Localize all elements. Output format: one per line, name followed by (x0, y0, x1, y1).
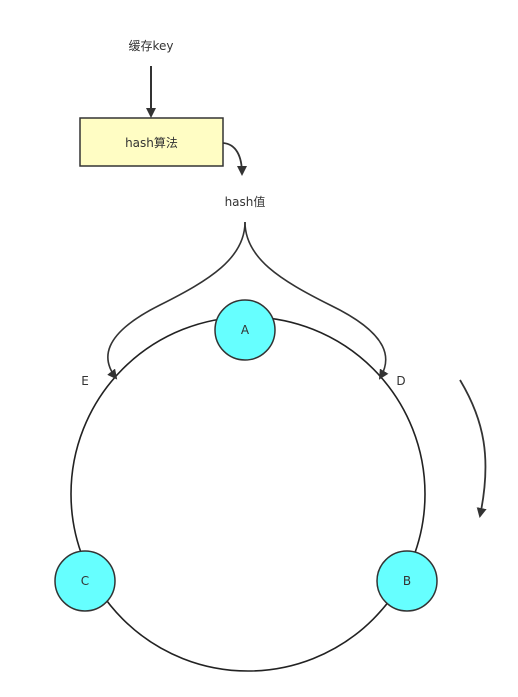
point-e-label: E (81, 374, 89, 388)
node-a-circle (214, 299, 276, 361)
hash-ring (70, 316, 426, 672)
node-c-label: C (81, 574, 89, 588)
node-b: B (376, 550, 438, 612)
hash-to-e-arrow (107, 221, 246, 380)
hash-value-label: hash值 (225, 194, 266, 209)
hash-algorithm-box: hash算法 (79, 117, 224, 167)
point-d-label: D (396, 374, 405, 388)
node-b-label: B (403, 574, 411, 588)
box-to-hash-value-arrow (222, 142, 247, 176)
node-a: A (214, 299, 276, 361)
node-c: C (54, 550, 116, 612)
node-a-label: A (241, 323, 250, 337)
node-c-circle (54, 550, 116, 612)
hash-algorithm-label: hash算法 (125, 135, 178, 150)
clockwise-arrow-icon (459, 379, 487, 518)
node-b-circle (376, 550, 438, 612)
hash-algorithm-box-rect (79, 117, 224, 167)
hash-to-d-arrow (244, 221, 389, 380)
cache-key-label: 缓存key (128, 39, 173, 53)
